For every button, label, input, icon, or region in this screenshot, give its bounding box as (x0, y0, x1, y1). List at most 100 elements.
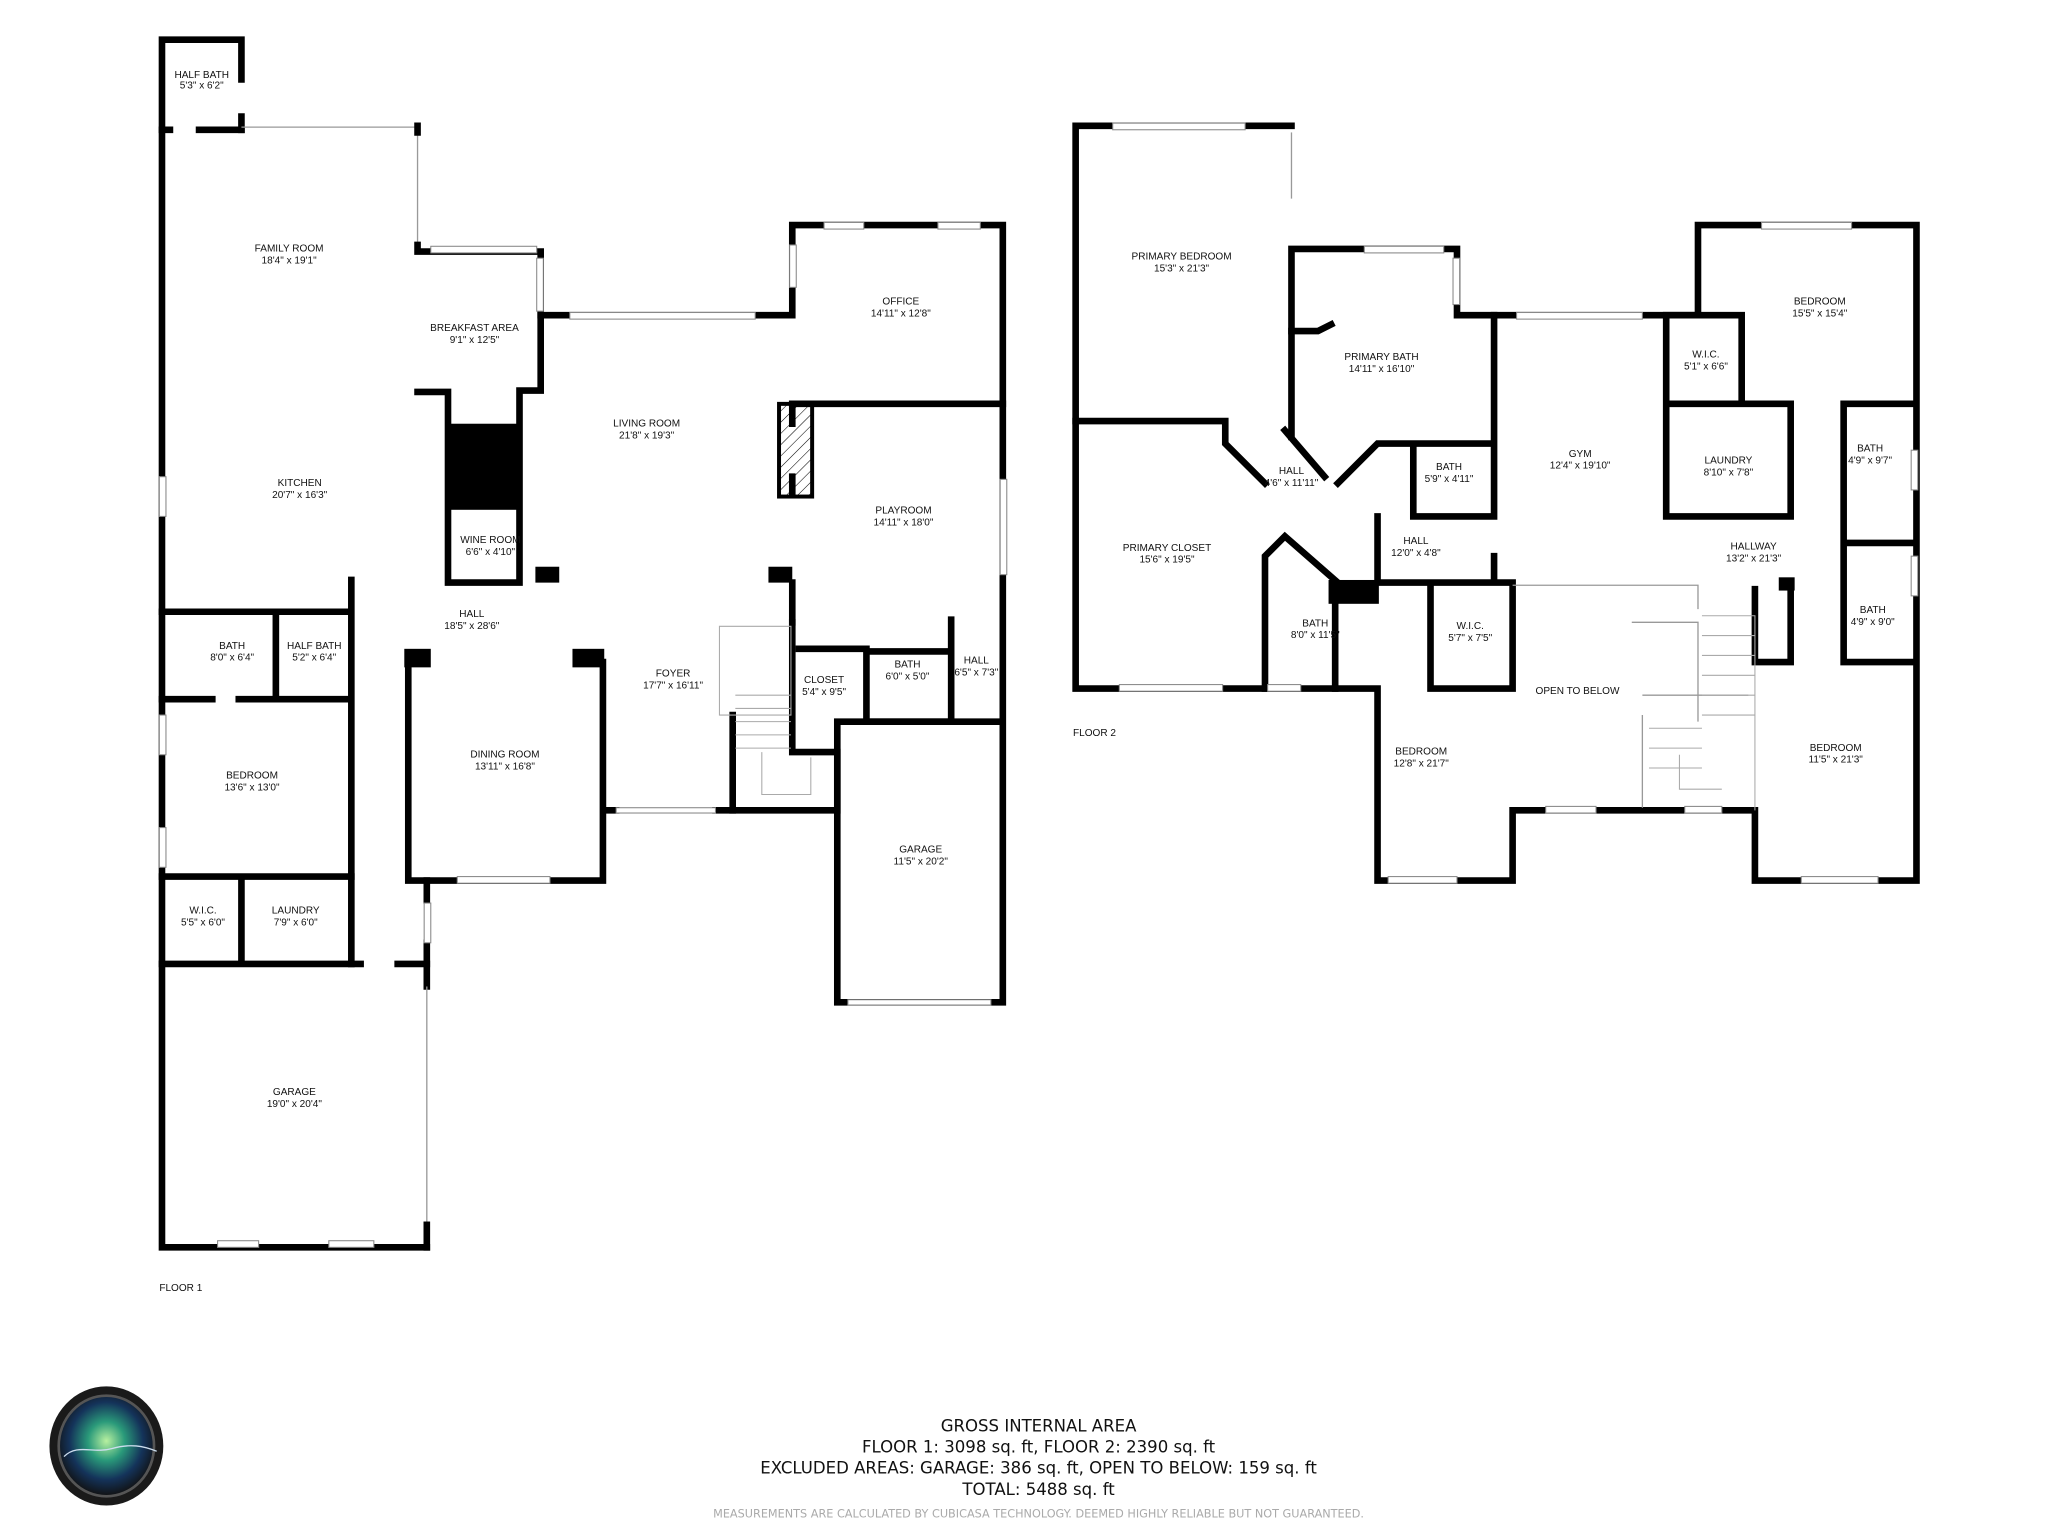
svg-text:HALLWAY: HALLWAY (1731, 542, 1777, 553)
svg-text:HALF BATH: HALF BATH (174, 70, 229, 81)
svg-text:W.I.C.: W.I.C. (1692, 350, 1719, 361)
svg-text:18'4" x 19'1": 18'4" x 19'1" (262, 256, 318, 267)
svg-text:W.I.C.: W.I.C. (189, 906, 216, 917)
svg-text:PRIMARY BATH: PRIMARY BATH (1344, 352, 1418, 363)
svg-text:OFFICE: OFFICE (882, 297, 919, 308)
svg-text:4'9" x 9'7": 4'9" x 9'7" (1848, 455, 1892, 466)
floor-2-windows (1112, 122, 1919, 884)
svg-text:BEDROOM: BEDROOM (1794, 297, 1846, 308)
svg-text:14'11" x 12'8": 14'11" x 12'8" (871, 308, 931, 319)
svg-text:15'6" x 19'5": 15'6" x 19'5" (1139, 555, 1195, 566)
svg-text:FOYER: FOYER (656, 669, 691, 680)
svg-text:BEDROOM: BEDROOM (1395, 747, 1447, 758)
summary-title: GROSS INTERNAL AREA (941, 1416, 1137, 1435)
floor-1-label: FLOOR 1 (159, 1283, 202, 1294)
svg-text:21'8" x 19'3": 21'8" x 19'3" (619, 430, 675, 441)
svg-text:LAUNDRY: LAUNDRY (272, 906, 320, 917)
svg-text:8'10" x 7'8": 8'10" x 7'8" (1704, 467, 1754, 478)
svg-text:9'1" x 12'5": 9'1" x 12'5" (450, 335, 500, 346)
svg-text:BATH: BATH (1857, 444, 1883, 455)
svg-text:BATH: BATH (1436, 462, 1462, 473)
svg-text:HALL: HALL (1279, 466, 1305, 477)
svg-text:GARAGE: GARAGE (273, 1087, 316, 1098)
svg-text:BATH: BATH (1302, 618, 1328, 629)
svg-text:5'4" x 9'5": 5'4" x 9'5" (802, 687, 846, 698)
svg-text:6'0" x 5'0": 6'0" x 5'0" (886, 671, 930, 682)
svg-text:HALL: HALL (964, 655, 990, 666)
svg-text:8'0" x 6'4": 8'0" x 6'4" (210, 653, 254, 664)
svg-text:W.I.C.: W.I.C. (1457, 621, 1484, 632)
svg-text:5'3" x 6'2": 5'3" x 6'2" (180, 81, 224, 92)
svg-text:GARAGE: GARAGE (899, 845, 942, 856)
summary-excluded: EXCLUDED AREAS: GARAGE: 386 sq. ft, OPEN… (760, 1459, 1317, 1478)
svg-text:DINING ROOM: DINING ROOM (470, 749, 539, 760)
svg-text:5'7" x 7'5": 5'7" x 7'5" (1448, 633, 1492, 644)
svg-text:15'5" x 15'4": 15'5" x 15'4" (1792, 308, 1848, 319)
floor-2-walls (1072, 122, 1920, 884)
svg-text:11'5" x 21'3": 11'5" x 21'3" (1809, 755, 1864, 766)
room-label-wic: W.I.C.5'5" x 6'0" (181, 906, 225, 929)
svg-text:PRIMARY CLOSET: PRIMARY CLOSET (1123, 543, 1211, 554)
svg-text:LIVING ROOM: LIVING ROOM (613, 418, 680, 429)
svg-text:17'7" x 16'11": 17'7" x 16'11" (643, 681, 703, 692)
svg-text:12'4" x 19'10": 12'4" x 19'10" (1550, 461, 1611, 472)
svg-text:6'6" x 4'10": 6'6" x 4'10" (466, 547, 516, 558)
svg-text:5'2" x 6'4": 5'2" x 6'4" (292, 653, 336, 664)
svg-text:GYM: GYM (1569, 449, 1592, 460)
svg-text:8'0" x 11'5": 8'0" x 11'5" (1291, 630, 1340, 641)
summary-total: TOTAL: 5488 sq. ft (961, 1480, 1115, 1499)
summary-floors: FLOOR 1: 3098 sq. ft, FLOOR 2: 2390 sq. … (862, 1438, 1216, 1457)
svg-text:13'2" x 21'3": 13'2" x 21'3" (1726, 553, 1782, 564)
room-label-open-to-below: OPEN TO BELOW (1536, 686, 1620, 697)
svg-text:HALF BATH: HALF BATH (287, 641, 342, 652)
svg-text:4'9" x 9'0": 4'9" x 9'0" (1851, 617, 1895, 628)
svg-text:15'3" x 21'3": 15'3" x 21'3" (1154, 263, 1210, 274)
area-summary: GROSS INTERNAL AREA FLOOR 1: 3098 sq. ft… (713, 1416, 1364, 1520)
svg-text:WINE ROOM: WINE ROOM (460, 535, 520, 546)
svg-text:5'1" x 6'6": 5'1" x 6'6" (1684, 361, 1728, 372)
svg-text:BATH: BATH (1860, 605, 1886, 616)
svg-text:BEDROOM: BEDROOM (1810, 743, 1862, 754)
svg-text:14'11" x 16'10": 14'11" x 16'10" (1349, 364, 1415, 375)
photographer-logo (49, 1386, 164, 1506)
svg-text:BATH: BATH (894, 659, 920, 670)
room-label-wic-1: W.I.C.5'1" x 6'6" (1684, 350, 1728, 373)
svg-text:6'5" x 7'3": 6'5" x 7'3" (954, 667, 998, 678)
svg-text:5'9" x 4'11": 5'9" x 4'11" (1425, 474, 1474, 485)
svg-text:11'5" x 20'2": 11'5" x 20'2" (894, 857, 949, 868)
svg-text:18'5" x 28'6": 18'5" x 28'6" (444, 621, 500, 632)
